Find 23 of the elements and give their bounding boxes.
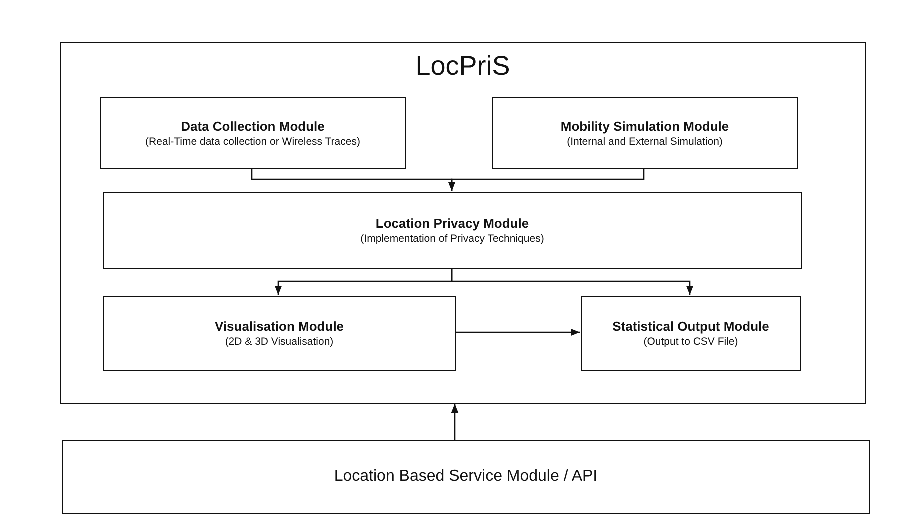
arrow (448, 168, 645, 191)
module-title: Statistical Output Module (612, 318, 770, 335)
service-box (62, 440, 870, 514)
module-title: Location Based Service Module / API (334, 468, 598, 486)
module-description: (Real-Time data collection or Wireless Traces) (146, 134, 360, 148)
module-box (103, 296, 456, 371)
module-box (103, 192, 802, 269)
module-description: (Output to CSV File) (644, 335, 738, 349)
arrow (455, 328, 580, 336)
module-box (100, 97, 406, 169)
module-box (581, 296, 801, 371)
frame-heading: LocPriS (416, 51, 510, 82)
module-title: Visualisation Module (214, 318, 344, 335)
module-description: (2D & 3D Visualisation) (225, 335, 334, 349)
system-frame (60, 42, 866, 404)
arrow (451, 404, 459, 440)
module-title: Location Privacy Module (376, 215, 530, 232)
module-description: (Internal and External Simulation) (567, 134, 723, 148)
arrow (451, 268, 694, 295)
module-box (492, 97, 798, 169)
module-description: (Implementation of Privacy Techniques) (360, 232, 544, 246)
module-title: Data Collection Module (181, 118, 325, 134)
module-title: Mobility Simulation Module (560, 118, 730, 134)
